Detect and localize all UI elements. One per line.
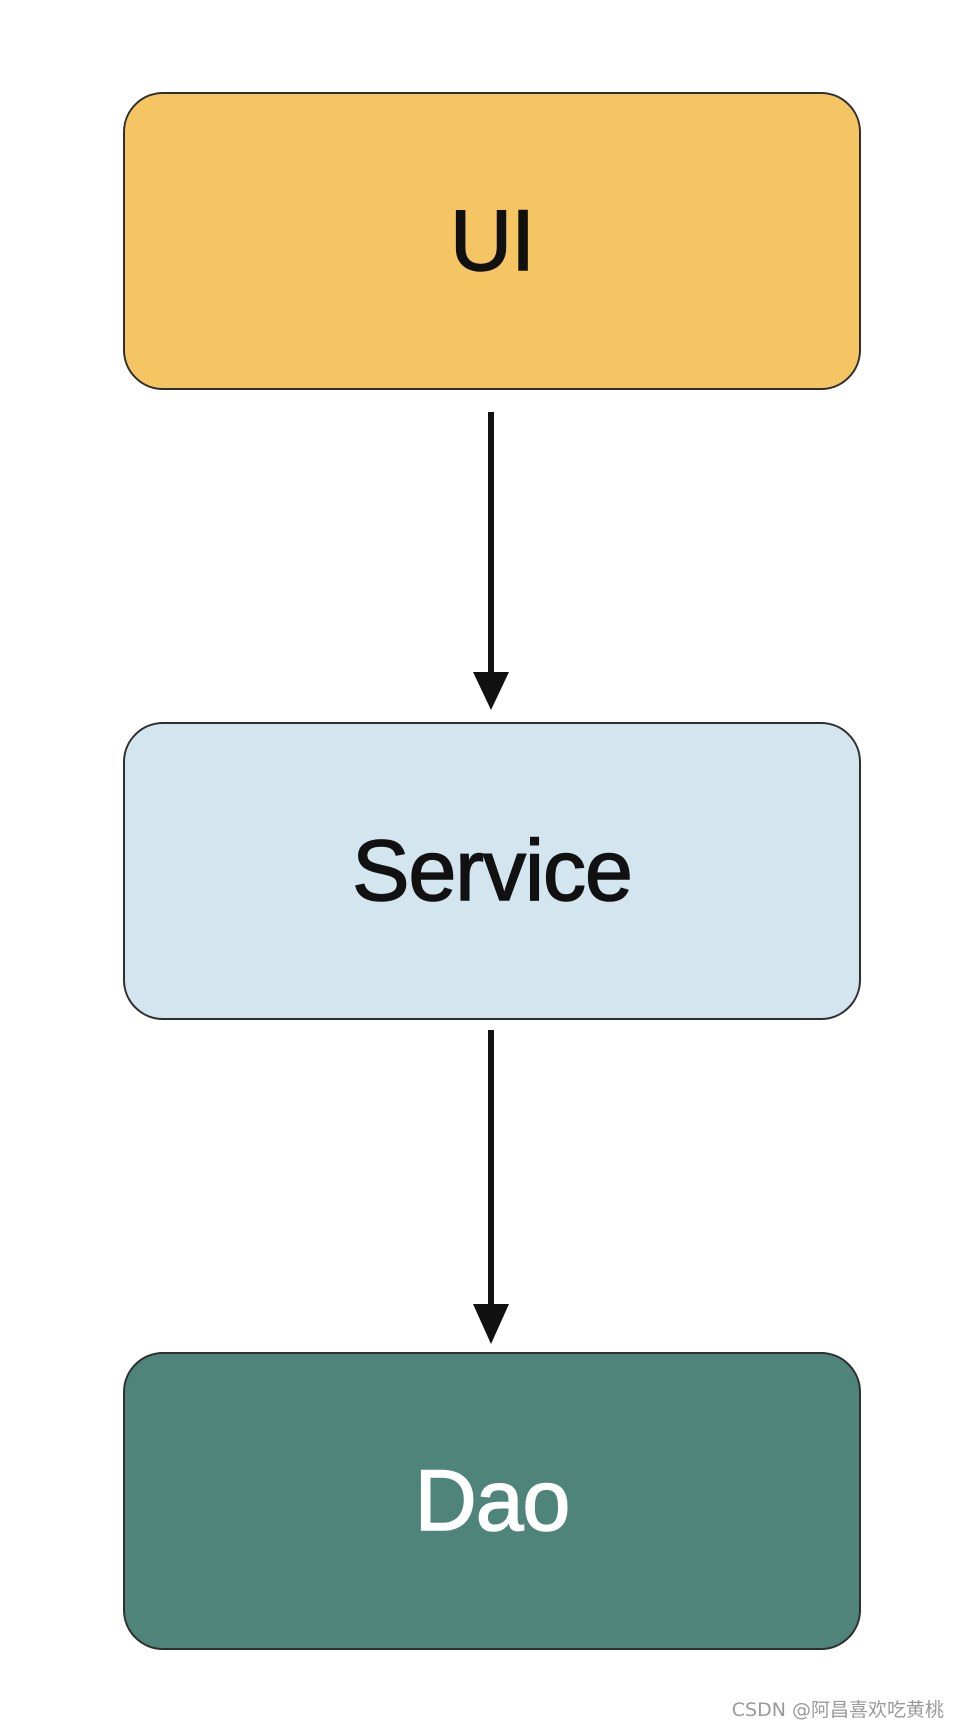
- arrow-service-to-dao: [473, 1030, 509, 1344]
- arrow-ui-to-service: [473, 412, 509, 710]
- dao-layer-box: Dao: [123, 1352, 861, 1650]
- service-layer-label: Service: [351, 822, 633, 920]
- dao-layer-label: Dao: [414, 1452, 571, 1550]
- service-layer-box: Service: [123, 722, 861, 1020]
- ui-layer-box: UI: [123, 92, 861, 390]
- watermark-text: CSDN @阿昌喜欢吃黄桃: [731, 1699, 944, 1721]
- ui-layer-label: UI: [449, 192, 536, 290]
